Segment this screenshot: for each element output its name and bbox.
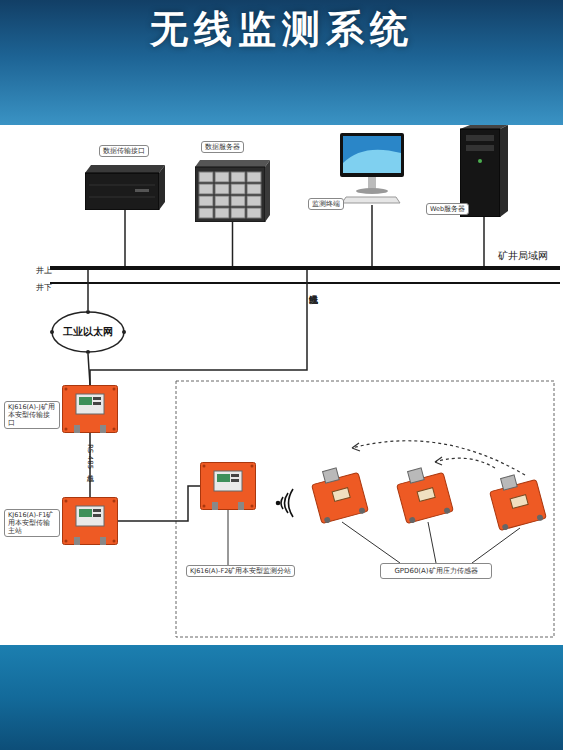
station-box: KJ616(A)-F2矿用本安型监测分站	[200, 462, 256, 510]
wireless-symbol	[277, 489, 294, 517]
monitor-terminal	[338, 133, 406, 205]
server-device: 监测终端	[338, 133, 406, 205]
relay-arrows	[352, 441, 525, 475]
storage-server	[195, 160, 270, 222]
connector-line	[88, 354, 90, 385]
connector-line	[371, 205, 373, 266]
connector-line	[87, 270, 89, 310]
connector-line	[483, 217, 485, 266]
connector-line	[124, 210, 126, 266]
sensor-label: GPD60(A)矿用压力传感器	[380, 563, 492, 579]
connector-line	[232, 222, 234, 266]
ring-label: 工业以太网	[50, 310, 126, 354]
leader-line	[342, 522, 520, 563]
rack-server	[85, 165, 165, 210]
device-label: KJ616(A)-F1矿用本安型传输主站	[4, 509, 60, 537]
footer-band	[0, 645, 563, 750]
ethernet-ring: 工业以太网	[50, 310, 126, 354]
side-label: 井下	[36, 282, 52, 293]
device-label: KJ616(A)-J矿用本安型传输接口	[4, 401, 60, 429]
station-box	[62, 497, 118, 545]
dashed-area	[176, 381, 554, 637]
surface-divider	[50, 282, 560, 284]
server-device: Web服务器	[460, 125, 508, 217]
station-box	[200, 462, 256, 510]
device-label: 数据服务器	[201, 141, 244, 153]
station-box: KJ616(A)-F1矿用本安型传输主站	[62, 497, 118, 545]
server-device: 数据服务器	[195, 160, 270, 222]
station-box: KJ616(A)-J矿用本安型传输接口	[62, 385, 118, 433]
connector-line	[90, 270, 307, 385]
network-label: 矿井局域网	[498, 249, 548, 263]
pressure-sensor	[309, 463, 369, 525]
pressure-sensor	[394, 463, 454, 525]
leader-line	[228, 510, 229, 565]
sensor-tag: GPD60(A)矿用压力传感器	[380, 563, 492, 579]
device-label: Web服务器	[426, 203, 469, 215]
title-text: 无线监测系统	[0, 4, 563, 55]
server-device: 数据传输接口	[85, 165, 165, 210]
device-label: 数据传输接口	[99, 145, 149, 157]
device-label: KJ616(A)-F2矿用本安型监测分站	[186, 565, 295, 577]
network-bus: 矿井局域网	[50, 266, 560, 270]
connector-line	[118, 486, 200, 521]
device-label: 监测终端	[308, 198, 344, 210]
edge-label: RS-485总线	[86, 444, 93, 469]
station-box	[62, 385, 118, 433]
side-label: 井上	[36, 265, 52, 276]
pressure-sensor	[487, 470, 547, 532]
